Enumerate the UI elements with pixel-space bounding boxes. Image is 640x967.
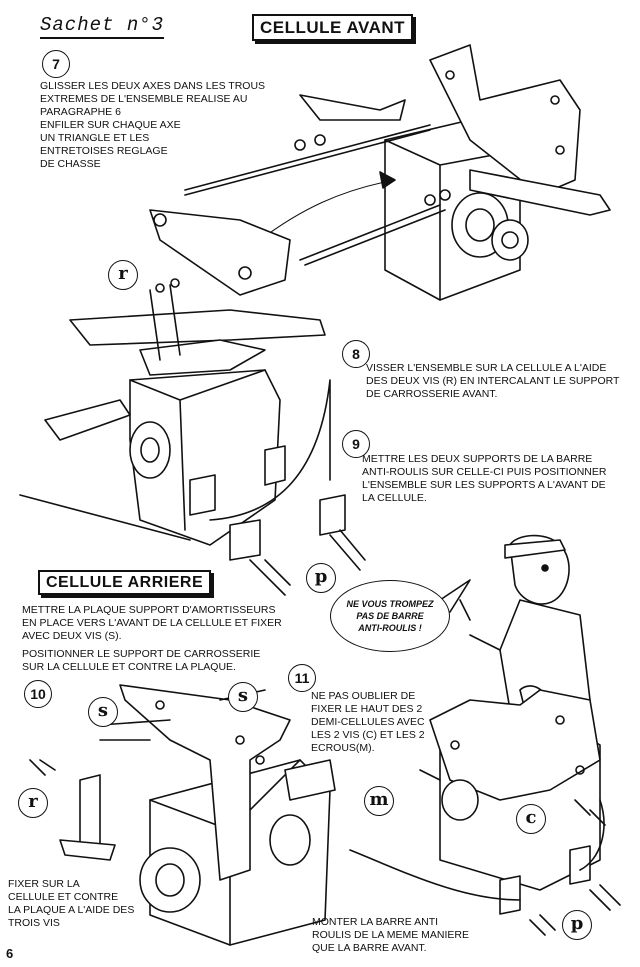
step-7-extra-text: ENFILER SUR CHAQUE AXE UN TRIANGLE ET LE… (40, 119, 181, 170)
page-number: 6 (6, 946, 14, 961)
step-10-number: 10 (24, 680, 52, 708)
part-label-s-left: s (88, 697, 118, 727)
part-label-s-right: s (228, 682, 258, 712)
step-11-number: 11 (288, 664, 316, 692)
speech-bubble: NE VOUS TROMPEZ PAS DE BARRE ANTI-ROULIS… (330, 580, 450, 652)
rear-intro2-text: POSITIONNER LE SUPPORT DE CARROSSERIE SU… (22, 648, 261, 673)
step-9-number: 9 (342, 430, 370, 458)
front-block (149, 209, 291, 296)
part-label-p-rear: p (562, 910, 592, 940)
rear-bar-text: MONTER LA BARRE ANTI ROULIS DE LA MEME M… (312, 916, 469, 954)
step-11-text: NE PAS OUBLIER DE FIXER LE HAUT DES 2 DE… (311, 690, 425, 754)
mechanic-character (459, 534, 591, 711)
rear-intro-text: METTRE LA PLAQUE SUPPORT D'AMORTISSEURS … (22, 604, 282, 642)
part-label-c: c (516, 804, 546, 834)
step-8-number: 8 (342, 340, 370, 368)
step-7-text: GLISSER LES DEUX AXES DANS LES TROUS EXT… (40, 80, 266, 118)
rear-right-assembly (349, 689, 621, 936)
part-label-p-front: p (306, 563, 336, 593)
part-label-m: m (364, 786, 394, 816)
step-7-number: 7 (42, 50, 70, 78)
rear-fix-text: FIXER SUR LA CELLULE ET CONTRE LA PLAQUE… (8, 878, 135, 929)
rear-left-assembly (29, 684, 336, 946)
sachet-title: Sachet n°3 (40, 14, 165, 39)
section-title-front: CELLULE AVANT (252, 14, 414, 41)
middle-assembly (19, 278, 366, 596)
front-cell-drawing (299, 44, 611, 301)
part-label-r-rear: r (18, 788, 48, 818)
front-rods (184, 124, 451, 266)
step-9-text: METTRE LES DEUX SUPPORTS DE LA BARRE ANT… (362, 453, 607, 504)
section-title-rear: CELLULE ARRIERE (38, 570, 212, 595)
bubble-tail (439, 579, 471, 613)
part-label-r: r (108, 260, 138, 290)
step-8-text: VISSER L'ENSEMBLE SUR LA CELLULE A L'AID… (366, 362, 620, 400)
